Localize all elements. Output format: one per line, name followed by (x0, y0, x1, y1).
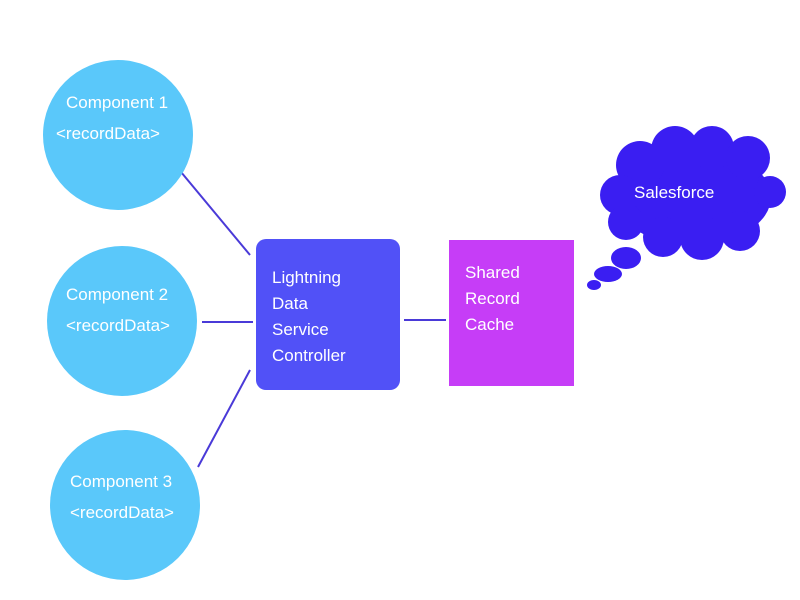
controller-box (256, 239, 400, 390)
cache-box (449, 240, 574, 386)
controller-line-4: Controller (272, 346, 346, 365)
controller-line-2: Data (272, 294, 308, 313)
cache-line-2: Record (465, 289, 520, 308)
component-2-node (47, 246, 197, 396)
component-1-name: Component 1 (66, 93, 169, 112)
connector-component3-controller (197, 369, 251, 468)
thought-bubble-medium (594, 266, 622, 282)
cache-line-3: Cache (465, 315, 515, 334)
thought-bubble-small (587, 280, 601, 290)
controller-line-3: Service (272, 320, 329, 339)
component-1-tag: <recordData> (56, 124, 160, 143)
component-2-name: Component 2 (66, 285, 169, 304)
connector-component1-controller (180, 171, 251, 256)
controller-line-1: Lightning (272, 268, 342, 287)
salesforce-cloud-icon (600, 126, 786, 260)
cache-line-1: Shared (465, 263, 520, 282)
salesforce-label: Salesforce (634, 183, 715, 202)
component-2-tag: <recordData> (66, 316, 170, 335)
component-3-tag: <recordData> (70, 503, 174, 522)
component-3-name: Component 3 (70, 472, 173, 491)
component-3-node (50, 430, 200, 580)
thought-bubble-large (611, 247, 641, 269)
component-1-node (43, 60, 193, 210)
